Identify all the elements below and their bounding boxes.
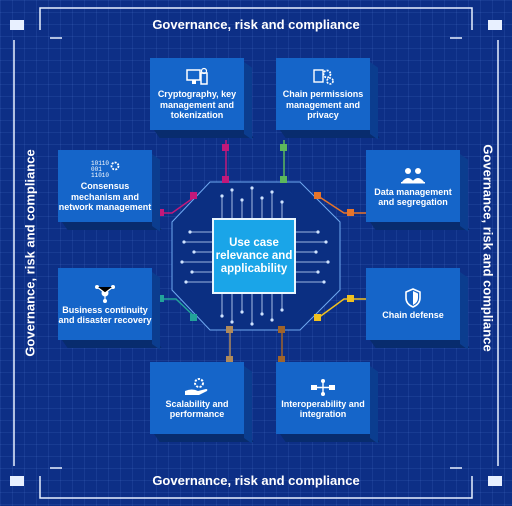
svg-text:001: 001 <box>91 166 102 173</box>
node-label: Scalability and performance <box>165 398 229 420</box>
node-label: Interoperability and integration <box>281 398 365 420</box>
node-label: Consensus mechanism and network manageme… <box>58 181 152 213</box>
shield-icon <box>404 287 422 308</box>
node-crypto: Cryptography, key management and tokeniz… <box>150 58 244 130</box>
frame <box>13 7 499 499</box>
node-chain-permissions: Chain permissions management and privacy <box>276 58 370 130</box>
connect-icon <box>308 377 338 397</box>
svg-text:10110: 10110 <box>91 160 109 167</box>
node-scalability: Scalability and performance <box>150 362 244 434</box>
governance-label-bottom: Governance, risk and compliance <box>152 473 360 488</box>
connector-data <box>317 195 366 214</box>
governance-label-right: Governance, risk and compliance <box>480 144 496 352</box>
svg-text:11010: 11010 <box>91 172 109 179</box>
node-label: Chain permissions management and privacy <box>282 89 364 121</box>
node-business: Business continuity and disaster recover… <box>58 268 152 340</box>
network-icon <box>93 283 117 303</box>
gears-icon <box>310 67 336 87</box>
connector-defense <box>317 298 366 319</box>
node-label: Cryptography, key management and tokeniz… <box>157 89 237 121</box>
node-label: Business continuity and disaster recover… <box>58 304 152 326</box>
node-interop: Interoperability and integration <box>276 362 370 434</box>
node-data: Data management and segregation <box>366 150 460 222</box>
node-label: Chain defense <box>382 309 444 320</box>
center-chip: Use case relevance and applicability <box>212 218 296 294</box>
people-icon <box>399 165 427 185</box>
hand-gear-icon <box>182 377 212 397</box>
center-label: Use case relevance and applicability <box>215 236 293 275</box>
node-label: Data management and segregation <box>374 186 452 208</box>
frame-corners <box>10 20 502 486</box>
devices-icon <box>184 67 210 87</box>
governance-label-top: Governance, risk and compliance <box>152 17 360 32</box>
governance-label-left: Governance, risk and compliance <box>22 149 38 357</box>
node-defense: Chain defense <box>366 268 460 340</box>
